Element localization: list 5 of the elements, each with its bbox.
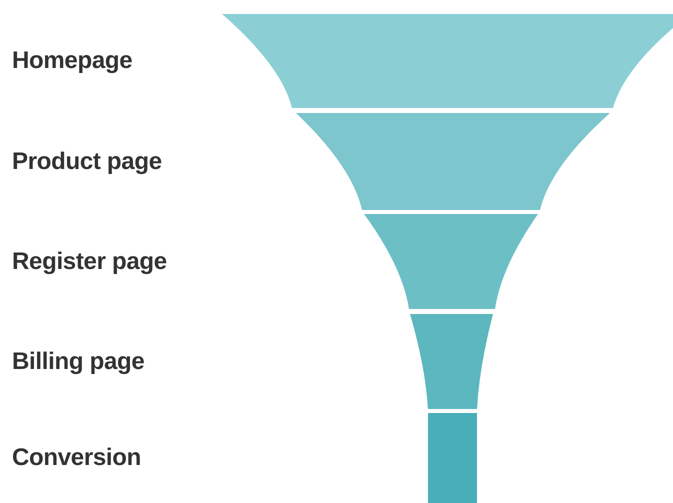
stage-label: Product page: [12, 148, 162, 176]
stage-label: Billing page: [12, 348, 144, 376]
stage-label: Homepage: [12, 47, 132, 75]
stage-label: Register page: [12, 248, 167, 276]
stage-label: Conversion: [12, 444, 142, 472]
